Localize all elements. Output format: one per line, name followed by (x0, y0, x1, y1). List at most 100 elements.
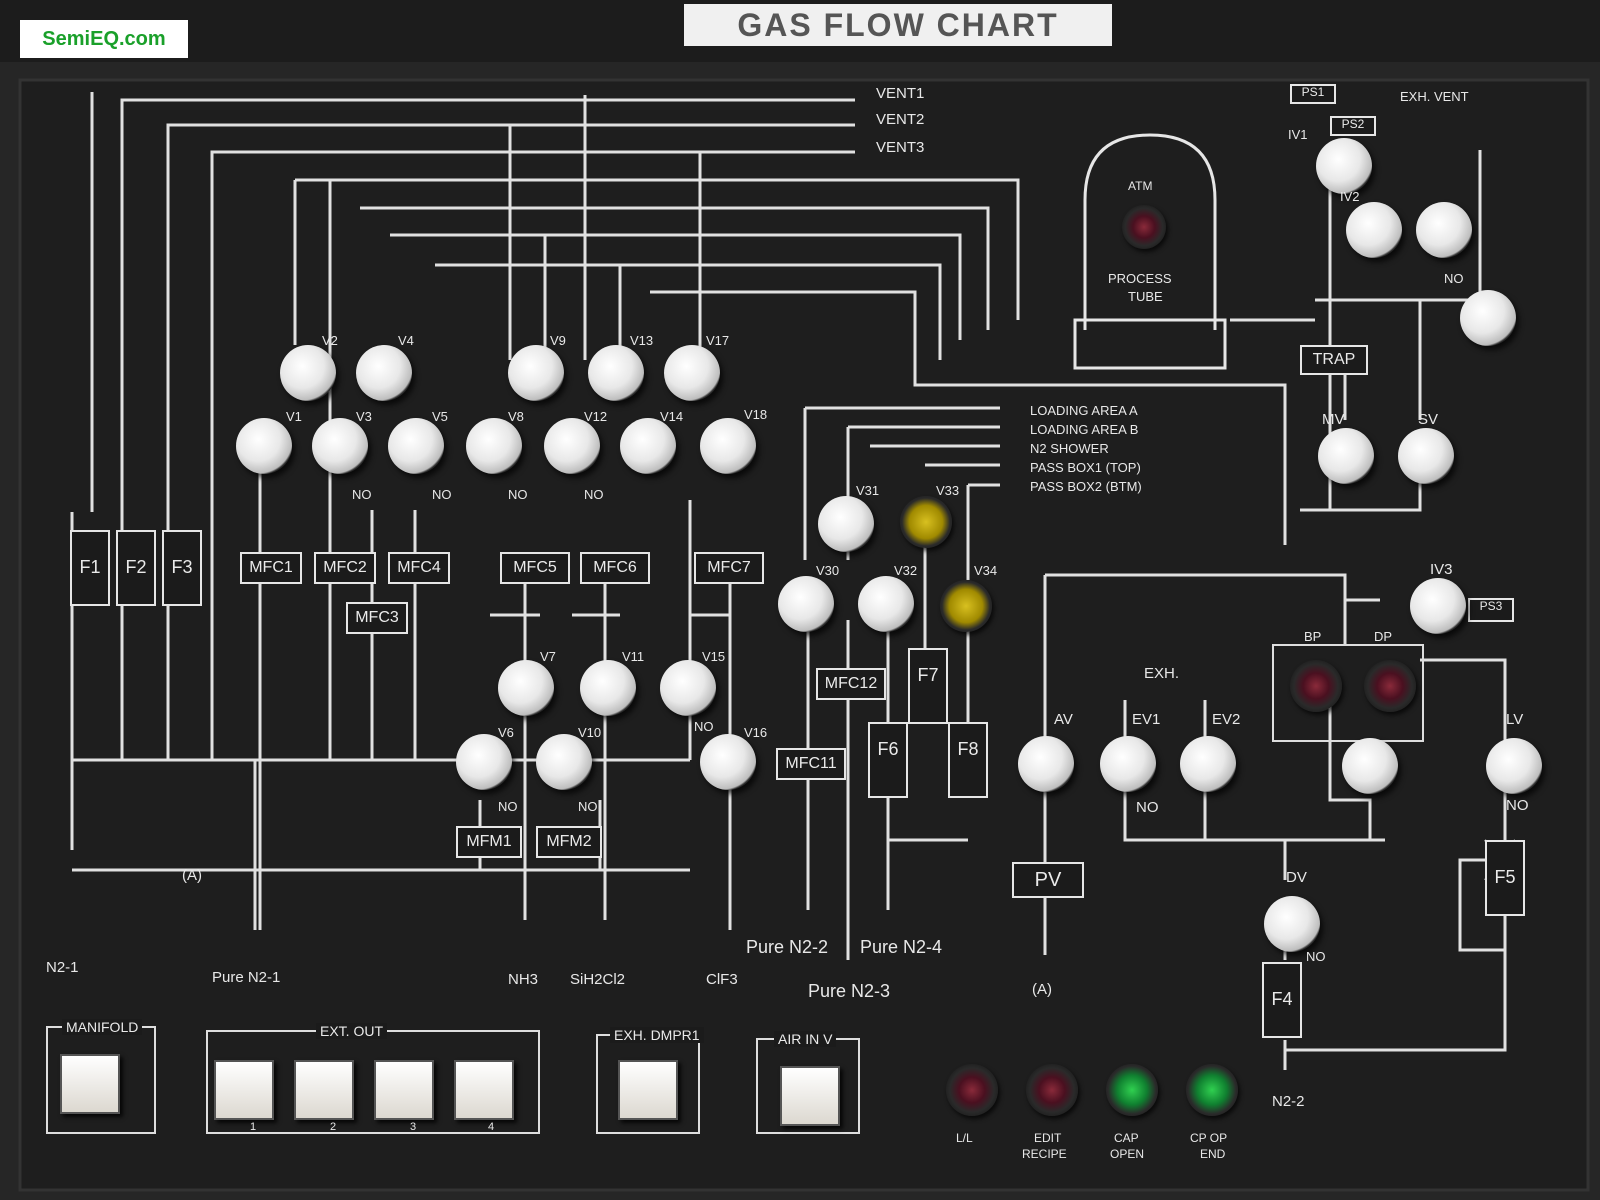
source-nh3: NH3 (508, 971, 539, 988)
valve-mv-label: MV (1322, 411, 1345, 428)
air-in-switch[interactable] (780, 1066, 840, 1126)
ext-out-group: EXT. OUT (206, 1023, 540, 1134)
valve-v10[interactable] (536, 734, 592, 790)
valve-v7-label: V7 (540, 649, 556, 664)
pass-box2: PASS BOX2 (BTM) (1030, 479, 1142, 494)
indicator-edit-recipe-lamp (1026, 1064, 1078, 1116)
bp-lamp[interactable] (1290, 660, 1342, 712)
bp-label: BP (1304, 629, 1322, 644)
valve-v18[interactable] (700, 418, 756, 474)
manifold-title: MANIFOLD (62, 1019, 143, 1035)
valve-v17-label: V17 (706, 333, 730, 348)
valve-v34[interactable] (940, 580, 992, 632)
valve-v7[interactable] (498, 660, 554, 716)
valve-iv1[interactable] (1316, 138, 1372, 194)
valve-v12[interactable] (544, 418, 600, 474)
ext-out-switch-1[interactable] (214, 1060, 274, 1120)
valve-v16[interactable] (700, 734, 756, 790)
valve-lv[interactable] (1486, 738, 1542, 794)
manifold-switch[interactable] (60, 1054, 120, 1114)
exh-vent-label: EXH. VENT (1400, 89, 1469, 104)
valve-ev2[interactable] (1180, 736, 1236, 792)
indicator-ll-lamp (946, 1064, 998, 1116)
exh-dmpr-switch[interactable] (618, 1060, 678, 1120)
valve-iv3-label: IV3 (1430, 561, 1453, 578)
source-sih2cl2: SiH2Cl2 (570, 971, 626, 988)
flow-a-right: (A) (1032, 981, 1052, 998)
flow-a-left: (A) (182, 867, 202, 884)
ext-out-switch-4[interactable] (454, 1060, 514, 1120)
process-tube-label-1: PROCESS (1108, 271, 1172, 286)
indicator-cap-open-lamp (1106, 1064, 1158, 1116)
source-pure-n2-4: Pure N2-4 (860, 937, 943, 957)
valve-pump[interactable] (1342, 738, 1398, 794)
ext-out-num-2: 2 (330, 1121, 337, 1133)
source-pure-n2-1: Pure N2-1 (212, 969, 281, 986)
gauge-ps3: PS3 (1468, 598, 1514, 622)
ext-out-num-1: 1 (250, 1121, 257, 1133)
indicator-recipe-label: RECIPE (1022, 1147, 1067, 1161)
source-pure-n2-3: Pure N2-3 (808, 981, 891, 1001)
no-label-1: NO (352, 487, 372, 502)
valve-v3[interactable] (312, 418, 368, 474)
valve-v30[interactable] (778, 576, 834, 632)
valve-v8[interactable] (466, 418, 522, 474)
valve-av[interactable] (1018, 736, 1074, 792)
ext-out-switch-3[interactable] (374, 1060, 434, 1120)
valve-iv5[interactable] (1460, 290, 1516, 346)
valve-ev2-label: EV2 (1212, 711, 1241, 728)
source-n2-2: N2-2 (1272, 1093, 1305, 1110)
valve-v14[interactable] (620, 418, 676, 474)
valve-v18-label: V18 (744, 407, 768, 422)
valve-v1[interactable] (236, 418, 292, 474)
valve-v6[interactable] (456, 734, 512, 790)
valve-v5[interactable] (388, 418, 444, 474)
loading-area-a: LOADING AREA A (1030, 403, 1138, 418)
valve-v30-label: V30 (816, 563, 840, 578)
trap-box: TRAP (1300, 345, 1368, 375)
valve-v31[interactable] (818, 496, 874, 552)
valve-iv3[interactable] (1410, 578, 1466, 634)
atm-lamp[interactable] (1122, 205, 1166, 249)
mfc5: MFC5 (500, 552, 570, 584)
mfm2: MFM2 (536, 826, 602, 858)
valve-sv[interactable] (1398, 428, 1454, 484)
exh-dmpr-title: EXH. DMPR1 (610, 1027, 704, 1043)
valve-v17[interactable] (664, 345, 720, 401)
valve-v2[interactable] (280, 345, 336, 401)
valve-dv[interactable] (1264, 896, 1320, 952)
valve-v32-label: V32 (894, 563, 918, 578)
pass-box1: PASS BOX1 (TOP) (1030, 460, 1141, 475)
filter-f4: F4 (1262, 962, 1302, 1038)
loading-area-b: LOADING AREA B (1030, 422, 1139, 437)
valve-v15[interactable] (660, 660, 716, 716)
valve-dv-label: DV (1286, 869, 1307, 886)
ext-out-switch-2[interactable] (294, 1060, 354, 1120)
valve-v13[interactable] (588, 345, 644, 401)
valve-v34-label: V34 (974, 563, 998, 578)
mfc7: MFC7 (694, 552, 764, 584)
valve-v4[interactable] (356, 345, 412, 401)
filter-f1: F1 (70, 530, 110, 606)
valve-v32[interactable] (858, 576, 914, 632)
valve-mv[interactable] (1318, 428, 1374, 484)
valve-iv2-label: IV2 (1340, 189, 1360, 204)
indicator-open-label: OPEN (1110, 1147, 1145, 1161)
mfc11: MFC11 (776, 748, 846, 780)
vent2-label: VENT2 (876, 111, 925, 128)
valve-v9[interactable] (508, 345, 564, 401)
valve-v33[interactable] (900, 496, 952, 548)
valve-v33-label: V33 (936, 483, 960, 498)
dp-lamp[interactable] (1364, 660, 1416, 712)
panel-title: GAS FLOW CHART (684, 4, 1112, 46)
valve-av-label: AV (1054, 711, 1073, 728)
valve-v31-label: V31 (856, 483, 880, 498)
no-label-2: NO (432, 487, 452, 502)
valve-ev1[interactable] (1100, 736, 1156, 792)
valve-iv4[interactable] (1416, 202, 1472, 258)
valve-v3-label: V3 (356, 409, 372, 424)
valve-v11[interactable] (580, 660, 636, 716)
valve-iv2[interactable] (1346, 202, 1402, 258)
valve-v9-label: V9 (550, 333, 566, 348)
mfm1: MFM1 (456, 826, 522, 858)
